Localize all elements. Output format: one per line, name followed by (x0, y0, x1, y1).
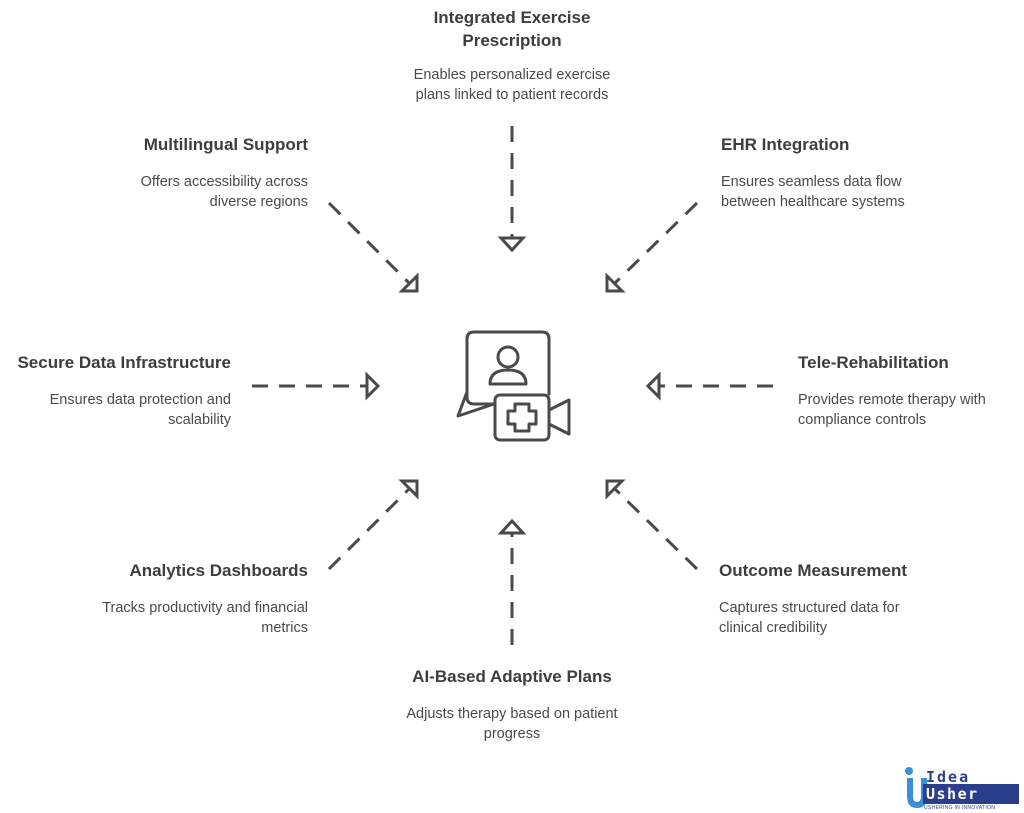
node-description: Captures structured data for clinical cr… (719, 598, 999, 638)
logo-word-usher: Usher (923, 784, 1019, 804)
node-description: Adjusts therapy based on patient progres… (352, 704, 672, 744)
node-title: Integrated Exercise Prescription (362, 6, 662, 52)
desc-line: Captures structured data for (719, 600, 900, 616)
node-ehr-integration: EHR Integration Ensures seamless data fl… (721, 133, 1001, 212)
logo-mark-icon (905, 767, 927, 808)
node-title: AI-Based Adaptive Plans (412, 667, 612, 686)
arrow-multilingual (327, 201, 419, 293)
desc-line: Provides remote therapy with (798, 392, 986, 408)
node-description: Ensures seamless data flow between healt… (721, 172, 1001, 212)
node-description: Tracks productivity and financial metric… (40, 598, 308, 638)
desc-line: Enables personalized exercise (413, 67, 611, 83)
arrow-tele-rehab (645, 371, 773, 401)
desc-line: compliance controls (798, 412, 927, 428)
idea-usher-logo: Idea Usher USHERING IN INNOVATION (904, 766, 1019, 812)
arrow-analytics (327, 479, 419, 571)
arrow-outcome (605, 479, 699, 571)
node-title: Multilingual Support (143, 135, 308, 154)
desc-line: metrics (261, 620, 308, 636)
desc-line: between healthcare systems (721, 194, 905, 210)
node-ai-adaptive-plans: AI-Based Adaptive Plans Adjusts therapy … (352, 665, 672, 744)
node-title: EHR Integration (721, 135, 850, 154)
node-description: Provides remote therapy with compliance … (798, 390, 1020, 430)
telehealth-video-consult-icon (456, 330, 571, 442)
node-integrated-exercise: Integrated Exercise Prescription Enables… (362, 6, 662, 105)
desc-line: progress (483, 726, 541, 742)
node-title: Analytics Dashboards (129, 561, 308, 580)
node-tele-rehabilitation: Tele-Rehabilitation Provides remote ther… (798, 351, 1020, 430)
logo-tagline: USHERING IN INNOVATION (924, 805, 996, 811)
desc-line: clinical credibility (719, 620, 827, 636)
node-analytics-dashboards: Analytics Dashboards Tracks productivity… (40, 559, 308, 638)
desc-line: diverse regions (209, 194, 308, 210)
arrow-secure-data (252, 371, 381, 401)
arrow-integrated-exercise (497, 126, 527, 253)
node-description: Offers accessibility across diverse regi… (60, 172, 308, 212)
title-line: Integrated Exercise (433, 8, 591, 27)
desc-line: Adjusts therapy based on patient (406, 706, 618, 722)
node-description: Ensures data protection and scalability (0, 390, 231, 430)
desc-line: Ensures seamless data flow (721, 174, 902, 190)
desc-line: Offers accessibility across (140, 174, 308, 190)
node-title: Secure Data Infrastructure (17, 353, 231, 372)
desc-line: plans linked to patient records (415, 87, 609, 103)
node-title: Outcome Measurement (719, 561, 907, 580)
arrow-ehr (605, 201, 699, 293)
desc-line: Tracks productivity and financial (102, 600, 308, 616)
node-description: Enables personalized exercise plans link… (362, 65, 662, 105)
node-outcome-measurement: Outcome Measurement Captures structured … (719, 559, 999, 638)
desc-line: Ensures data protection and (49, 392, 231, 408)
arrow-ai-plans (497, 518, 527, 645)
node-title: Tele-Rehabilitation (798, 353, 949, 372)
logo-word-idea: Idea (926, 768, 971, 786)
node-secure-data-infrastructure: Secure Data Infrastructure Ensures data … (0, 351, 231, 430)
node-multilingual-support: Multilingual Support Offers accessibilit… (60, 133, 308, 212)
desc-line: scalability (168, 412, 231, 428)
title-line: Prescription (462, 31, 562, 50)
